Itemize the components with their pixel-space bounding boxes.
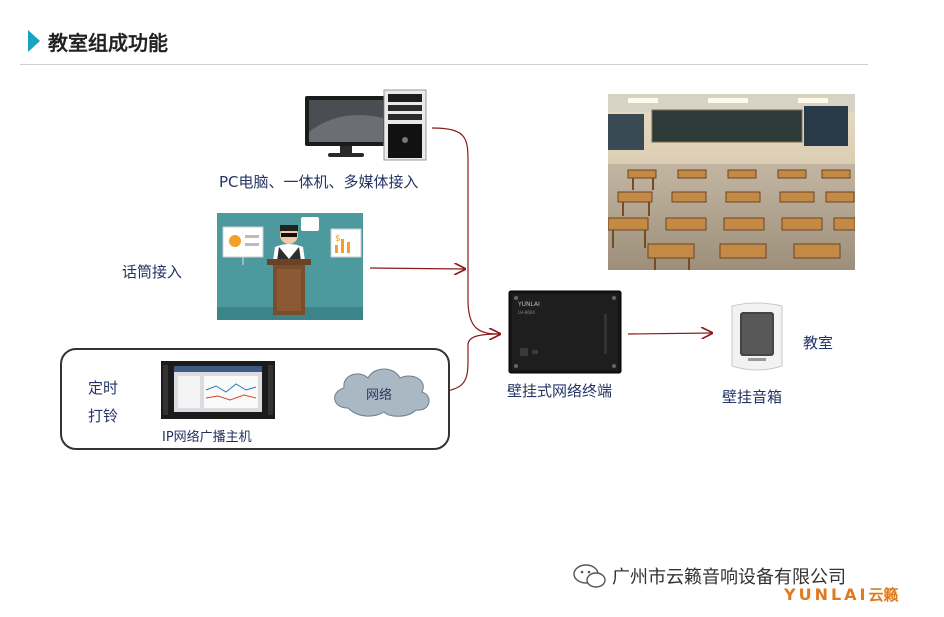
network-terminal-icon: YUNLAI LH-8604: [508, 290, 622, 374]
pc-connector: [431, 127, 500, 334]
mic-label: 话筒接入: [122, 263, 183, 281]
pc-computer-icon: [305, 89, 427, 161]
title-text: 教室组成功能: [48, 30, 168, 55]
host-label: IP网络广播主机: [162, 430, 252, 445]
wall-speaker-icon: [731, 302, 783, 371]
pc-label: PC电脑、一体机、多媒体接入: [219, 173, 419, 191]
classroom-photo: [608, 94, 855, 270]
terminal-model-text: LH-8604: [518, 310, 535, 315]
watermark-company: 广州市云籁音响设备有限公司: [612, 567, 846, 588]
title-marker-icon: [28, 30, 40, 52]
presenter-illustration: $: [217, 213, 363, 320]
svg-text:$: $: [335, 234, 341, 244]
logo-latin: YUNLAI: [784, 585, 869, 604]
timer-label-line1: 定时: [88, 379, 119, 397]
logo-cn: 云籁: [868, 586, 899, 604]
slide-title: 教室组成功能: [28, 26, 168, 56]
broadcast-host-icon: [161, 361, 275, 419]
title-divider: [20, 64, 868, 65]
terminal-to-speaker-arrow: [627, 333, 712, 334]
timer-label-line2: 打铃: [88, 407, 119, 425]
mic-arrow: [369, 268, 465, 269]
watermark-logo: YUNLAI云籁: [784, 584, 899, 605]
terminal-label: 壁挂式网络终端: [507, 382, 613, 400]
network-label: 网络: [366, 388, 393, 403]
network-connector: [431, 333, 501, 393]
speaker-label: 壁挂音箱: [722, 388, 783, 406]
network-cloud-icon: [334, 368, 430, 417]
wechat-icon: [573, 564, 606, 588]
classroom-label: 教室: [803, 334, 834, 352]
terminal-brand-text: YUNLAI: [517, 301, 540, 308]
